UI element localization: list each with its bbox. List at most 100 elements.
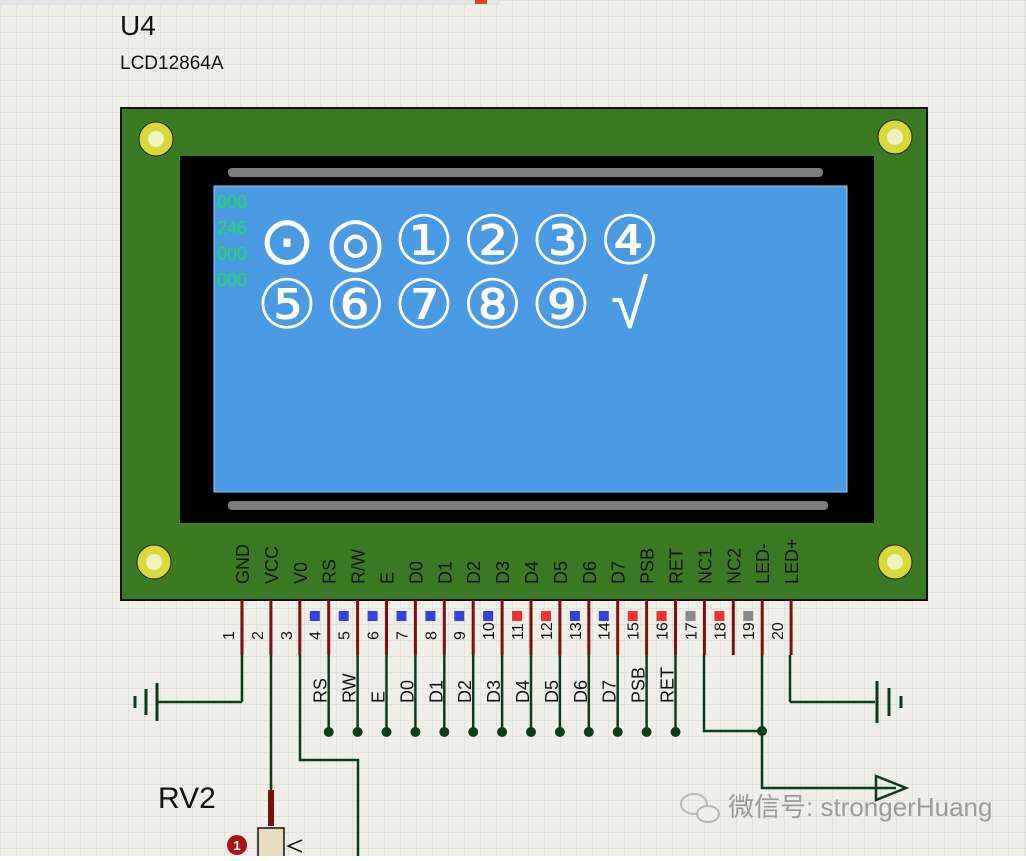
pin-number: 14 [597, 622, 614, 640]
pin-label: D2 [464, 561, 484, 584]
readout-value: 000 [217, 270, 247, 290]
pin-label: D5 [551, 561, 571, 584]
pin-number: 17 [683, 622, 700, 640]
pin-state-indicator [483, 611, 494, 621]
wires [240, 655, 896, 856]
wechat-icon [680, 793, 708, 815]
lcd-glyph: ⑤ [257, 267, 318, 343]
net-label: RET [658, 667, 678, 703]
junction-dot [439, 727, 450, 737]
junction-dot [583, 727, 594, 737]
pin-number: 10 [481, 622, 498, 640]
net-label: D3 [484, 680, 504, 703]
pin-number: 13 [568, 622, 585, 640]
lcd-glyph: ② [462, 203, 523, 279]
pin-label: NC2 [724, 548, 744, 584]
pin-label: V0 [291, 562, 311, 584]
net-label: RW [340, 673, 360, 703]
pin-state-indicator [714, 611, 725, 621]
pin-state-indicator [569, 611, 580, 621]
pin-label: PSB [638, 548, 658, 584]
lcd-glyph: ⑨ [531, 267, 592, 343]
pin-label: R/W [349, 549, 369, 584]
potentiometer-wiper [286, 839, 303, 853]
component-part: LCD12864A [120, 53, 224, 74]
net-label: PSB [629, 667, 649, 703]
ground-symbol-left [133, 683, 242, 721]
pin-number: 15 [626, 622, 643, 640]
pin-number: 9 [452, 631, 469, 640]
junction-dot [612, 727, 623, 737]
pin-state-indicator [338, 611, 349, 621]
pin-label: LED+ [782, 538, 802, 584]
lcd-screen [213, 185, 848, 493]
pin-number: 19 [741, 622, 758, 640]
lcd-glyph: ⑧ [462, 267, 523, 343]
pin-state-indicator [743, 611, 754, 621]
pin-number: 16 [655, 622, 672, 640]
vcc-wire-marker [268, 790, 274, 826]
potentiometer-body [257, 827, 285, 859]
pin-label: E [378, 572, 398, 584]
pin-label: D4 [522, 561, 542, 584]
pin-number: 18 [712, 622, 729, 640]
potentiometer-rv2[interactable]: 1 [227, 827, 303, 859]
pin-number: 7 [394, 631, 411, 640]
bezel-slot-top [228, 168, 823, 177]
net-label: D6 [571, 680, 591, 703]
readout-value: 000 [217, 192, 247, 212]
pin-state-indicator [598, 611, 609, 621]
junction-dot [468, 727, 479, 737]
watermark: 微信号: strongerHuang [680, 792, 992, 823]
junction-dot [670, 727, 681, 737]
pin-label: VCC [262, 546, 282, 584]
net-label: D2 [455, 680, 475, 703]
pin-state-indicator [541, 611, 551, 621]
pin-label: D7 [609, 561, 629, 584]
junction-dot [554, 727, 565, 737]
ground-symbol-right [790, 681, 903, 723]
pin-number: 5 [337, 631, 354, 640]
pin-label: NC1 [695, 548, 715, 584]
pin-number: 11 [510, 623, 527, 640]
net-label: D4 [513, 680, 533, 703]
pin-label: D6 [580, 561, 600, 584]
lcd-glyph: ⊙ [259, 203, 316, 279]
pin-number: 12 [539, 622, 556, 640]
junction-dot [526, 727, 536, 737]
pin-marker-number: 1 [233, 838, 240, 853]
junction-dot [381, 727, 392, 737]
pin-state-indicator [396, 611, 407, 621]
lcd-glyph: ⑥ [325, 267, 386, 343]
pin-number: 6 [366, 631, 383, 640]
junction-dot [410, 727, 421, 737]
pin-marker [227, 835, 247, 855]
pin-state-indicator [425, 611, 436, 621]
pin-label: GND [233, 544, 253, 584]
pin-label: RET [667, 548, 687, 584]
net-label: D0 [397, 680, 417, 703]
junction-dot [352, 727, 363, 737]
lcd-glyph: ◎ [326, 203, 385, 279]
pin-label: RS [320, 559, 340, 584]
net-label: D5 [542, 680, 562, 703]
pin-label: D0 [406, 561, 426, 584]
net-label: D1 [426, 680, 446, 703]
pin-number: 1 [221, 631, 238, 640]
component-ref: U4 [120, 10, 156, 41]
toolbar-strip [0, 0, 500, 5]
readout-value: 000 [217, 244, 247, 264]
potentiometer-ref: RV2 [158, 782, 216, 815]
pin-state-indicator [656, 611, 667, 621]
bezel-slot-bottom [228, 501, 828, 510]
net-label: D7 [600, 680, 620, 703]
pin-state-indicator [367, 611, 378, 621]
pin-number: 8 [423, 631, 440, 640]
